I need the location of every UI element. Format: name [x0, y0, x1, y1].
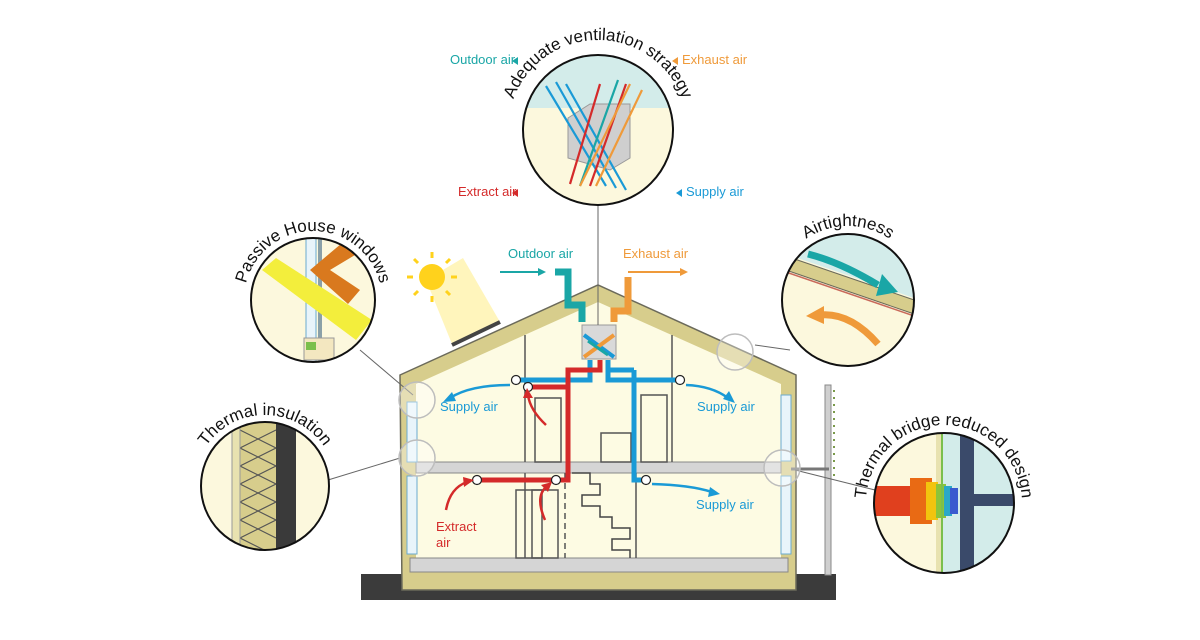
callout-windows: Passive House windows: [231, 216, 395, 363]
callout-thermal-bridge: Thermal bridge reduced design: [851, 410, 1037, 574]
supply-air-duct: [605, 360, 680, 383]
callout-airtightness: Airtightness: [781, 211, 915, 367]
callout-leaders: [327, 205, 876, 491]
callout-ventilation: Adequate ventilation strategy Outdoor ai…: [450, 25, 748, 206]
duct-system: [471, 268, 686, 486]
legend-supply-air: Supply air: [686, 184, 744, 199]
supply-air-duct: [520, 360, 593, 383]
staircase: [572, 472, 631, 558]
extract-air-duct: [478, 360, 603, 483]
legend-outdoor-air: Outdoor air: [450, 52, 516, 67]
window-left-upper: [406, 401, 418, 463]
upper-floor-slab: [415, 461, 782, 474]
outdoor-air-duct: [555, 268, 586, 322]
exhaust-air-duct: [610, 277, 632, 322]
window-right-lower: [780, 475, 792, 555]
door: [531, 489, 559, 559]
label-supply-air-lower-right: Supply air: [696, 497, 754, 512]
label-supply-air-upper-left: Supply air: [440, 399, 498, 414]
house: [361, 284, 836, 600]
detail-markers: [398, 333, 801, 487]
label-extract-air-line1: Extract: [436, 519, 477, 534]
window-left-lower: [406, 475, 418, 555]
exterior-post: [824, 384, 832, 576]
ground-floor-slab: [409, 557, 789, 573]
window-right-upper: [780, 394, 792, 462]
door: [600, 432, 632, 463]
legend-exhaust-air: Exhaust air: [682, 52, 748, 67]
sun-icon: [407, 252, 457, 302]
house-interior: [416, 302, 781, 568]
door: [515, 489, 543, 559]
legend-extract-air: Extract air: [458, 184, 517, 199]
door: [640, 394, 668, 463]
airflow-arrows: [443, 268, 735, 521]
label-outdoor-air: Outdoor air: [508, 246, 574, 261]
callout-insulation: Thermal insulation: [194, 400, 336, 551]
label-supply-air-upper-right: Supply air: [697, 399, 755, 414]
label-exhaust-air: Exhaust air: [623, 246, 689, 261]
label-extract-air-line2: air: [436, 535, 451, 550]
door: [534, 397, 562, 463]
